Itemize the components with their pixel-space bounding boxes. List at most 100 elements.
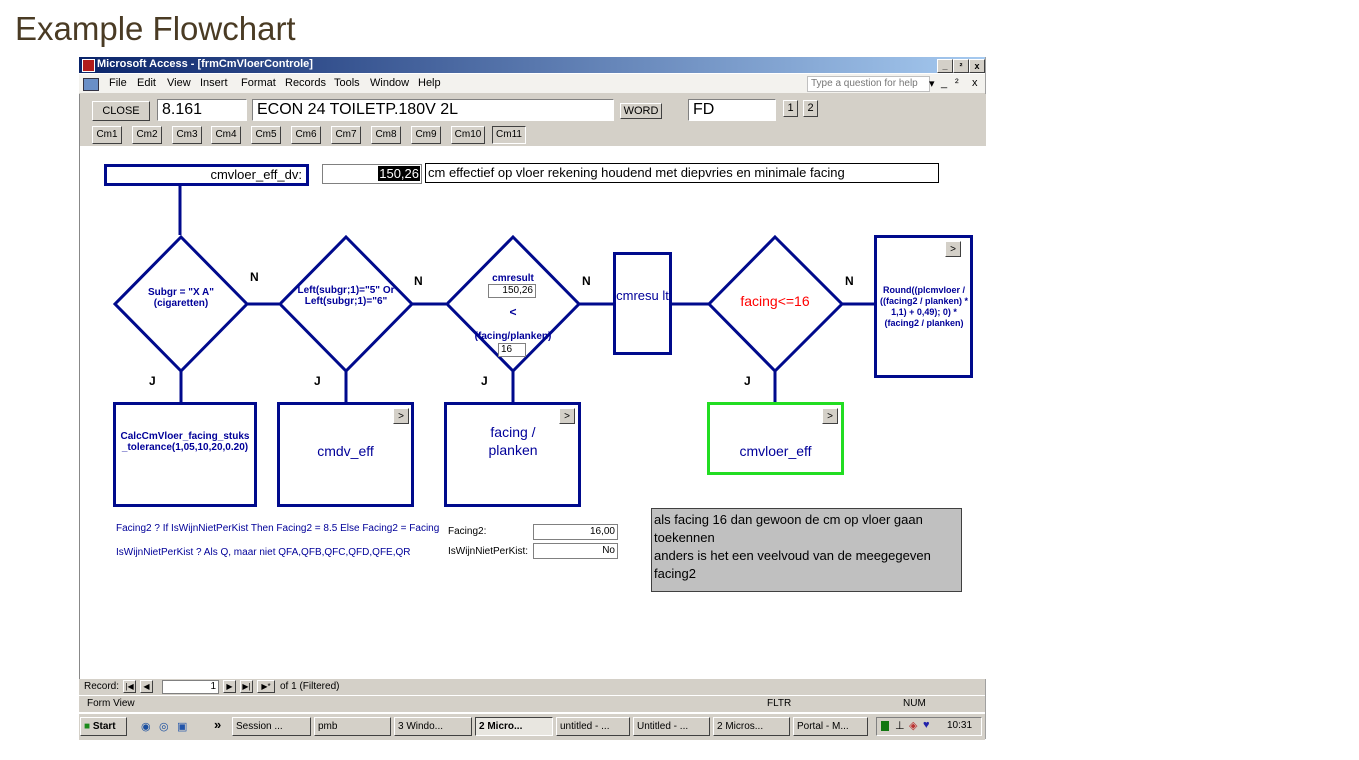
help-dropdown-icon[interactable]: ▾ <box>929 78 935 90</box>
calc-facing-box: CalcCmVloer_facing_stuks_tolerance(1,05,… <box>113 402 257 507</box>
help-search-input[interactable]: Type a question for help <box>807 76 930 92</box>
menu-file[interactable]: File <box>109 77 127 89</box>
cmvloer-eff-text: cmvloer_eff <box>739 443 812 459</box>
menu-bar: File Edit View Insert Format Records Too… <box>79 74 985 94</box>
iswijn-note: IsWijnNietPerKist ? Als Q, maar niet QFA… <box>116 547 411 558</box>
form-icon[interactable] <box>83 78 99 91</box>
cmresult-box: cmresu lt <box>613 252 672 355</box>
facing2-note: Facing2 ? If IsWijnNietPerKist Then Faci… <box>116 523 440 534</box>
window-title: Microsoft Access - [frmCmVloerControle] <box>97 58 313 70</box>
menu-help[interactable]: Help <box>418 77 441 89</box>
tab-cm7[interactable]: Cm7 <box>331 126 361 144</box>
decision-3-bottom-text: (facing/planken) <box>474 331 552 342</box>
decision-3-operator: < <box>509 305 517 319</box>
inner-restore-button[interactable]: ² <box>955 77 959 89</box>
window-titlebar[interactable]: Microsoft Access - [frmCmVloerControle] … <box>79 57 985 73</box>
cmresult-box-text: cmresu lt <box>616 288 669 303</box>
page-1-button[interactable]: 1 <box>783 100 798 117</box>
minimize-button[interactable]: _ <box>937 59 953 73</box>
facing-planken-field[interactable]: 16 <box>498 343 526 357</box>
cmvloer-eff-dv-label: cmvloer_eff_dv: <box>104 164 309 186</box>
cmresult-field[interactable]: 150,26 <box>488 284 536 298</box>
facing-planken-box: > facing / planken <box>444 402 581 507</box>
status-bar: Form View FLTR NUM <box>79 695 985 712</box>
last-record-button[interactable]: ▶| <box>240 680 253 693</box>
info-note: als facing 16 dan gewoon de cm op vloer … <box>651 508 962 592</box>
menu-window[interactable]: Window <box>370 77 410 89</box>
menu-view[interactable]: View <box>167 77 191 89</box>
iswijn-field[interactable]: No <box>533 543 618 559</box>
task-untitled-1[interactable]: untitled - ... <box>556 717 630 736</box>
tray-network-icon[interactable]: ⊥ <box>895 720 905 732</box>
status-form-view: Form View <box>87 698 135 709</box>
task-microsoft-word[interactable]: 2 Micros... <box>713 717 790 736</box>
start-label: Start <box>92 721 116 732</box>
ie-icon[interactable]: ◉ <box>141 721 151 733</box>
next-record-button[interactable]: ▶ <box>223 680 236 693</box>
tab-cm11[interactable]: Cm11 <box>492 126 526 144</box>
cmdv-eff-box: > cmdv_eff <box>277 402 414 507</box>
record-navigation: Record: |◀ ◀ 1 ▶ ▶| ▶* of 1 (Filtered) <box>79 679 985 695</box>
open-button-cmvloer[interactable]: > <box>822 408 838 424</box>
task-untitled-2[interactable]: Untitled - ... <box>633 717 710 736</box>
task-session[interactable]: Session ... <box>232 717 311 736</box>
decision-diamond-4 <box>706 234 845 374</box>
tab-cm8[interactable]: Cm8 <box>371 126 401 144</box>
tab-cm1[interactable]: Cm1 <box>92 126 122 144</box>
first-record-button[interactable]: |◀ <box>123 680 136 693</box>
start-button[interactable]: ■ Start <box>80 717 127 736</box>
fd-field[interactable]: FD <box>688 99 776 121</box>
close-window-button[interactable]: x <box>969 59 985 73</box>
cmvloer-eff-dv-field[interactable]: 150,26 <box>322 164 422 184</box>
product-field[interactable]: ECON 24 TOILETP.180V 2L <box>252 99 614 121</box>
record-count: of 1 (Filtered) <box>280 681 340 692</box>
open-button-right[interactable]: > <box>945 241 961 257</box>
page-2-button[interactable]: 2 <box>803 100 818 117</box>
menu-edit[interactable]: Edit <box>137 77 156 89</box>
outlook-icon[interactable]: ◎ <box>159 721 169 733</box>
tab-cm4[interactable]: Cm4 <box>211 126 241 144</box>
code-field[interactable]: 8.161 <box>157 99 247 121</box>
menu-format[interactable]: Format <box>241 77 276 89</box>
task-pmb[interactable]: pmb <box>314 717 391 736</box>
tab-cm6[interactable]: Cm6 <box>291 126 321 144</box>
restore-button[interactable]: ² <box>953 59 969 73</box>
tab-cm10[interactable]: Cm10 <box>451 126 485 144</box>
task-windows[interactable]: 3 Windo... <box>394 717 472 736</box>
access-app-icon <box>82 59 95 72</box>
open-button-cmdv[interactable]: > <box>393 408 409 424</box>
new-record-button[interactable]: ▶* <box>257 680 275 693</box>
menu-tools[interactable]: Tools <box>334 77 360 89</box>
tab-cm2[interactable]: Cm2 <box>132 126 162 144</box>
open-button-facing[interactable]: > <box>559 408 575 424</box>
tray-security-icon[interactable]: ◈ <box>909 720 918 732</box>
tab-cm3[interactable]: Cm3 <box>172 126 202 144</box>
task-portal[interactable]: Portal - M... <box>793 717 868 736</box>
page-title: Example Flowchart <box>15 10 296 47</box>
tab-cm5[interactable]: Cm5 <box>251 126 281 144</box>
status-fltr: FLTR <box>767 698 792 709</box>
yes-label-1: J <box>149 374 156 388</box>
facing2-field[interactable]: 16,00 <box>533 524 618 540</box>
tray-shield-icon[interactable]: ♥ <box>923 719 930 731</box>
inner-minimize-button[interactable]: _ <box>941 77 948 89</box>
yes-label-3: J <box>481 374 488 388</box>
no-label-3: N <box>582 274 591 288</box>
task-microsoft-access[interactable]: 2 Micro... <box>475 717 553 736</box>
access-window: Microsoft Access - [frmCmVloerControle] … <box>79 57 986 740</box>
system-tray: ⊥ ◈ ♥ 10:31 <box>876 717 982 736</box>
close-button[interactable]: CLOSE <box>92 101 150 121</box>
cmvloer-eff-dv-value: 150,26 <box>378 166 420 181</box>
menu-records[interactable]: Records <box>285 77 326 89</box>
menu-insert[interactable]: Insert <box>200 77 228 89</box>
record-number-field[interactable]: 1 <box>162 680 219 694</box>
desktop-icon[interactable]: ▣ <box>177 721 188 733</box>
record-label: Record: <box>84 681 120 692</box>
tab-cm9[interactable]: Cm9 <box>411 126 441 144</box>
tray-app-icon[interactable] <box>881 721 889 731</box>
taskbar-chevron-icon[interactable]: » <box>214 717 222 732</box>
iswijn-label: IsWijnNietPerKist: <box>448 546 529 557</box>
previous-record-button[interactable]: ◀ <box>140 680 153 693</box>
word-button[interactable]: WORD <box>620 103 662 119</box>
inner-close-button[interactable]: x <box>972 77 978 89</box>
